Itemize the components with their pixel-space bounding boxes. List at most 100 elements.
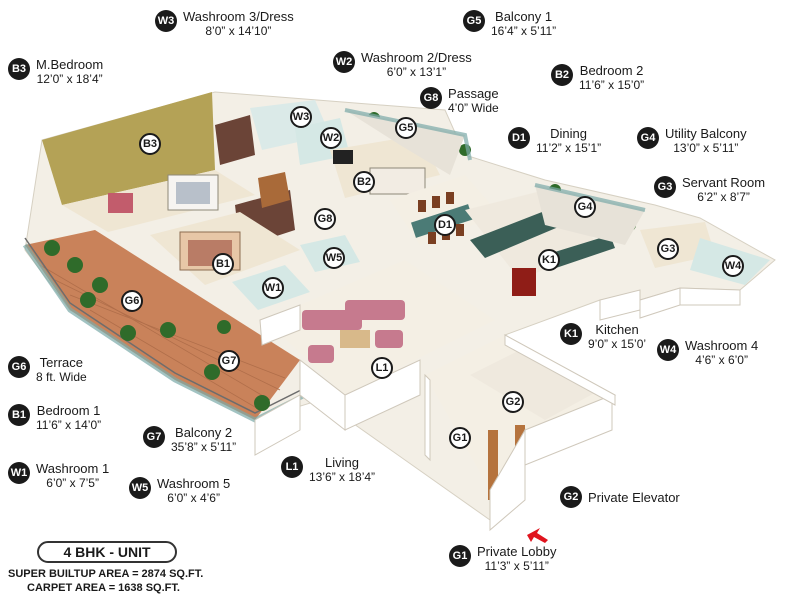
plan-marker-b1: B1: [212, 253, 234, 275]
room-name-g5: Balcony 1: [495, 9, 553, 24]
badge-l1: L1: [281, 456, 303, 478]
entry-arrow: [527, 528, 548, 543]
room-dim-d1: 11’2” x 15’1”: [536, 141, 602, 155]
master-armchair: [108, 193, 133, 213]
room-name-g3: Servant Room: [682, 175, 766, 190]
plan-marker-g3: G3: [657, 238, 679, 260]
unit-type-badge: 4 BHK - UNIT: [37, 541, 177, 563]
badge-w1: W1: [8, 462, 30, 484]
room-dim-b3: 12’0” x 18’4”: [36, 72, 103, 86]
living-coffee-table: [340, 330, 370, 348]
bedroom2-bed: [369, 167, 426, 195]
room-name-w4: Washroom 4: [685, 338, 759, 353]
badge-k1: K1: [560, 323, 582, 345]
lobby-door-frame: [488, 430, 498, 500]
plan-marker-g8: G8: [314, 208, 336, 230]
kitchen-counter-2: [545, 235, 615, 270]
plan-marker-w3: W3: [290, 106, 312, 128]
super-builtup-area: SUPER BUILTUP AREA = 2874 SQ.FT.: [8, 568, 204, 580]
badge-w2: W2: [333, 51, 355, 73]
room-name-b2: Bedroom 2: [579, 63, 644, 78]
plan-marker-d1: D1: [434, 214, 456, 236]
badge-b2: B2: [551, 64, 573, 86]
room-dim-g8: 4’0” Wide: [448, 101, 499, 115]
master-bed-throw: [176, 182, 210, 204]
room-dim-g1: 11’3” x 5’11”: [484, 559, 549, 573]
room-name-g6: Terrace: [39, 355, 84, 370]
room-name-g7: Balcony 2: [175, 425, 233, 440]
bedroom2-tv: [333, 150, 353, 164]
room-dim-k1: 9’0” x 15’0’: [588, 337, 647, 351]
plan-marker-g1: G1: [449, 427, 471, 449]
badge-w5: W5: [129, 477, 151, 499]
terrace-rail-top: [24, 237, 306, 414]
room-dim-g5: 16’4” x 5’11”: [491, 24, 557, 38]
plan-marker-g7: G7: [218, 350, 240, 372]
plan-marker-b2: B2: [353, 171, 375, 193]
legend-g2: G2 Private Elevator: [560, 485, 680, 509]
plan-marker-g2: G2: [502, 391, 524, 413]
room-name-g4: Utility Balcony: [665, 126, 747, 141]
room-name-k1: Kitchen: [595, 322, 639, 337]
room-dim-g4: 13’0” x 5’11”: [673, 141, 739, 155]
badge-g7: G7: [143, 426, 165, 448]
room-dim-g7: 35’8” x 5’11”: [171, 440, 237, 454]
plan-marker-w4: W4: [722, 255, 744, 277]
badge-g8: G8: [420, 87, 442, 109]
plan-marker-w2: W2: [320, 127, 342, 149]
room-name-b1: Bedroom 1: [36, 403, 101, 418]
plan-marker-w5: W5: [323, 247, 345, 269]
room-name-w2: Washroom 2/Dress: [361, 50, 472, 65]
plan-marker-g4: G4: [574, 196, 596, 218]
living-sofa-set: [302, 300, 405, 363]
room-name-l1: Living: [325, 455, 359, 470]
wardrobe-w3: [215, 115, 255, 165]
room-name-w1: Washroom 1: [36, 461, 110, 476]
room-dim-b1: 11’6” x 14’0”: [36, 418, 102, 432]
plan-marker-l1: L1: [371, 357, 393, 379]
interior-walls: [254, 287, 741, 532]
room-dim-g6: 8 ft. Wide: [36, 370, 87, 384]
room-dim-w4: 4’6” x 6’0”: [695, 353, 748, 367]
room-dim-w1: 6’0” x 7’5”: [46, 476, 99, 490]
room-name-w3: Washroom 3/Dress: [183, 9, 294, 24]
room-dim-w3: 8’0” x 14’10”: [205, 24, 272, 38]
plan-marker-w1: W1: [262, 277, 284, 299]
carpet-area: CARPET AREA = 1638 SQ.FT.: [27, 582, 180, 594]
room-dim-l1: 13’6” x 18’4”: [309, 470, 376, 484]
private-elevator-shaft: [470, 350, 600, 420]
kitchen-fridge: [512, 268, 536, 296]
plan-marker-g5: G5: [395, 117, 417, 139]
room-name-d1: Dining: [550, 126, 587, 141]
badge-w3: W3: [155, 10, 177, 32]
badge-g4: G4: [637, 127, 659, 149]
badge-d1: D1: [508, 127, 530, 149]
room-name-g1: Private Lobby: [477, 544, 557, 559]
plan-marker-g6: G6: [121, 290, 143, 312]
badge-b1: B1: [8, 404, 30, 426]
room-dim-w5: 6’0” x 4’6”: [167, 491, 220, 505]
room-name-w5: Washroom 5: [157, 476, 231, 491]
badge-g6: G6: [8, 356, 30, 378]
balcony1-floor: [345, 110, 465, 175]
plan-marker-b3: B3: [139, 133, 161, 155]
room-dim-g3: 6’2” x 8’7”: [697, 190, 750, 204]
badge-w4: W4: [657, 339, 679, 361]
